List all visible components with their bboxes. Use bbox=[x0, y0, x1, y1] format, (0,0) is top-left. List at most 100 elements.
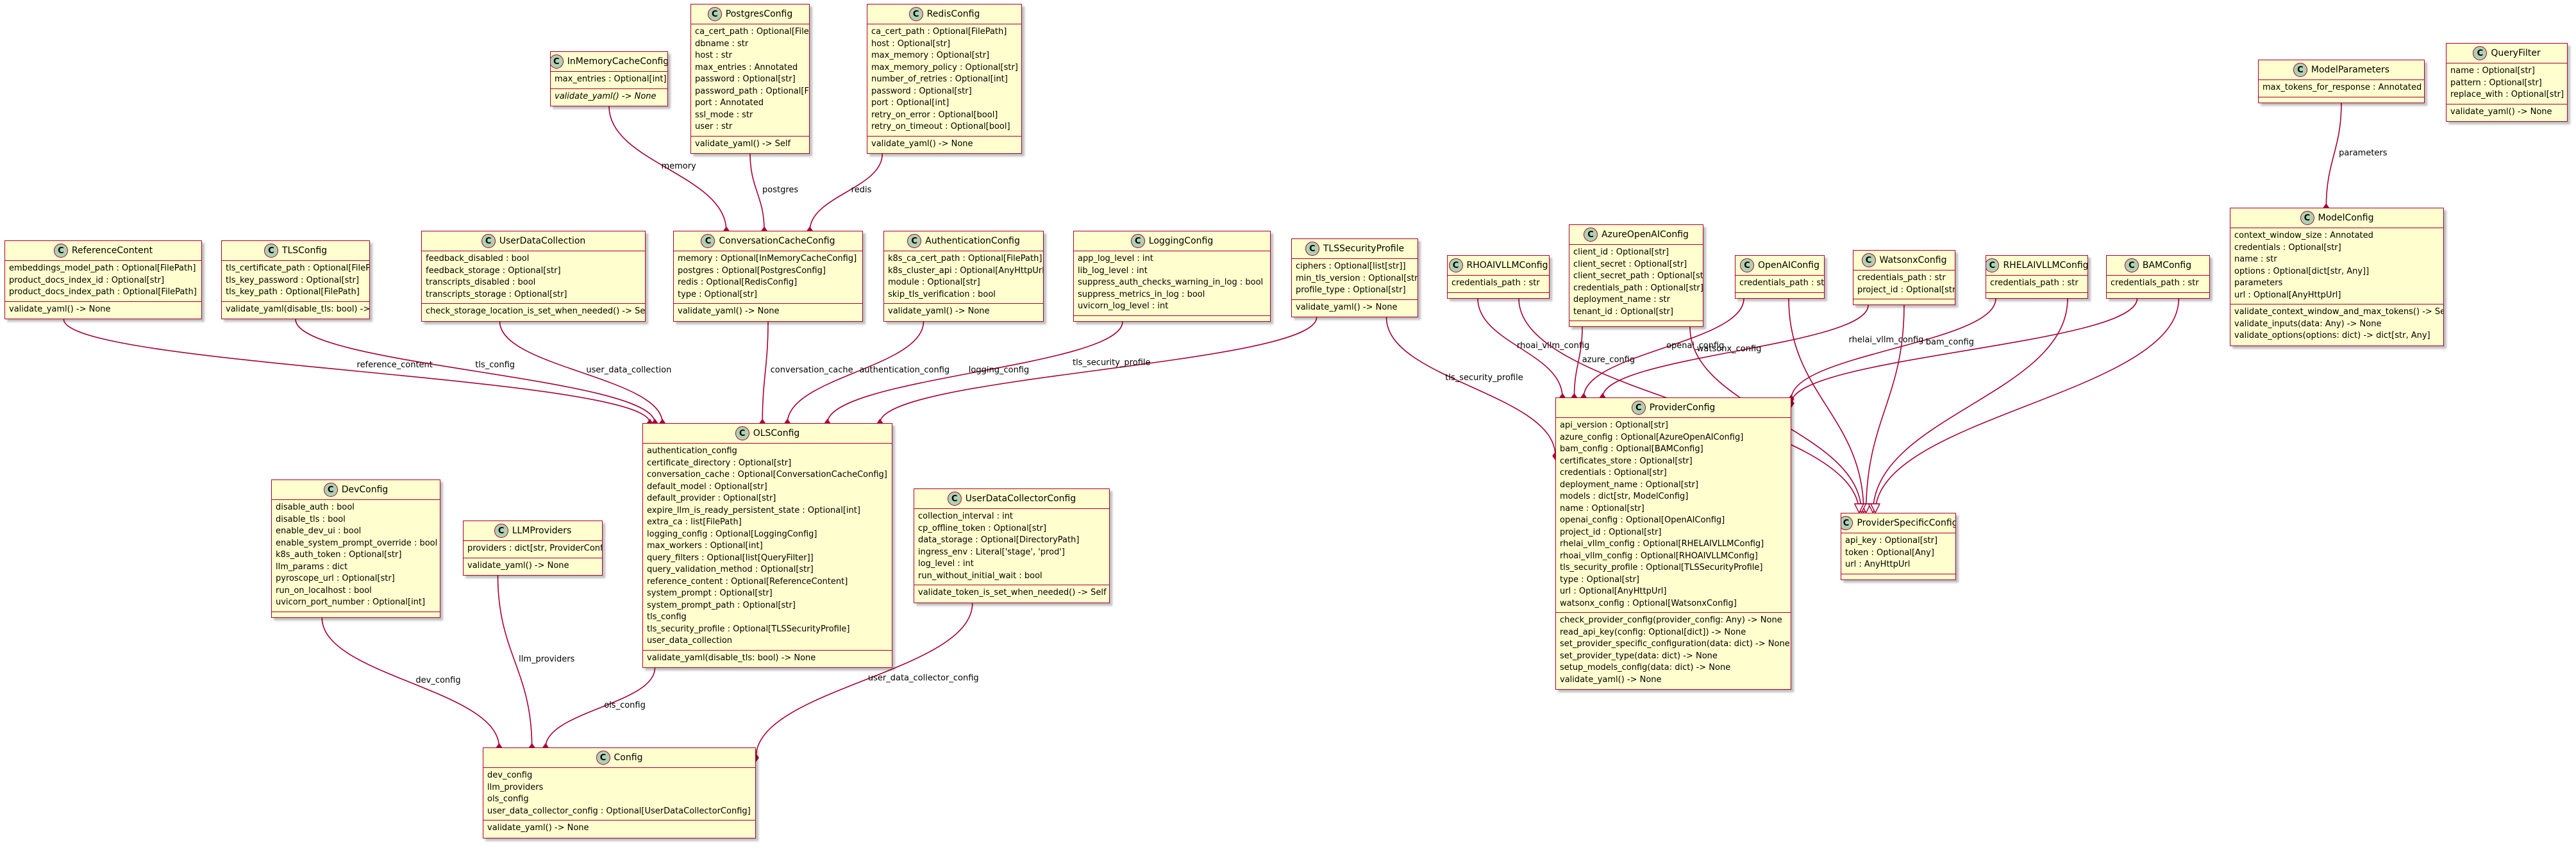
class-method: validate_yaml(disable_tls: bool) -> None bbox=[647, 653, 816, 663]
class-attribute: host : str bbox=[695, 51, 732, 60]
class-attribute: extra_ca : list[FilePath] bbox=[647, 517, 742, 527]
class-attribute: password_path : Optional[FilePath] bbox=[695, 86, 809, 96]
class-method: check_provider_config(provider_config: A… bbox=[1560, 615, 1782, 625]
class-attribute: suppress_metrics_in_log : bool bbox=[1078, 289, 1205, 299]
class-attribute: llm_params : dict bbox=[276, 562, 348, 572]
class-attribute: password : Optional[str] bbox=[871, 86, 972, 96]
class-attribute: uvicorn_port_number : Optional[int] bbox=[276, 597, 426, 607]
class-method: validate_context_window_and_max_tokens()… bbox=[2234, 307, 2444, 317]
class-method: validate_yaml() -> None bbox=[871, 138, 973, 149]
class-attribute: openai_config : Optional[OpenAIConfig] bbox=[1560, 515, 1725, 525]
class-attribute: logging_config : Optional[LoggingConfig] bbox=[647, 529, 817, 539]
class-methods bbox=[272, 612, 440, 617]
class-attribute: user_data_collection bbox=[647, 636, 733, 646]
edge-label: memory bbox=[661, 162, 696, 171]
class-attribute: certificate_directory : Optional[str] bbox=[647, 458, 792, 468]
class-methods bbox=[2259, 97, 2424, 103]
edge-line bbox=[499, 321, 663, 424]
class-attribute: rhoai_vllm_config : Optional[RHOAIVLLMCo… bbox=[1560, 551, 1758, 561]
edge-line bbox=[1865, 304, 1905, 513]
class-attribute: embeddings_model_path : Optional[FilePat… bbox=[9, 263, 196, 273]
class-attribute: dev_config bbox=[487, 771, 533, 780]
class-attribute: max_entries : Optional[int] bbox=[555, 74, 667, 84]
class-name: LoggingConfig bbox=[1148, 236, 1214, 246]
class-attribute: ingress_env : Literal['stage', 'prod'] bbox=[918, 547, 1065, 557]
class-attribute: credentials_path : str bbox=[1990, 278, 2078, 288]
class-method: validate_yaml() -> None bbox=[678, 306, 780, 316]
edge-label: bam_config bbox=[1926, 337, 1974, 347]
class-header: C ProviderSpecificConfig bbox=[1841, 513, 1955, 533]
class-icon: C bbox=[1841, 516, 1853, 530]
class-attribute: max_entries : Annotated bbox=[695, 62, 798, 72]
class-method: validate_yaml() -> None bbox=[9, 304, 111, 314]
class-attribute: credentials_path : str bbox=[1857, 273, 1946, 283]
class-attributes: ca_cert_path : Optional[FilePath]host : … bbox=[867, 24, 1021, 137]
class-attributes: k8s_ca_cert_path : Optional[FilePath]k8s… bbox=[884, 251, 1043, 304]
class-attribute: host : Optional[str] bbox=[871, 38, 951, 49]
class-attributes: max_tokens_for_response : Annotated bbox=[2259, 80, 2424, 97]
class-methods: validate_yaml() -> None bbox=[483, 821, 755, 837]
class-methods: validate_yaml() -> None bbox=[884, 304, 1043, 321]
class-icon: C bbox=[481, 234, 496, 248]
class-attribute: user_data_collector_config : Optional[Us… bbox=[487, 806, 751, 816]
class-attribute: tls_key_path : Optional[FilePath] bbox=[226, 287, 360, 297]
class-methods: check_storage_location_is_set_when_neede… bbox=[422, 304, 645, 321]
class-icon: C bbox=[1861, 253, 1876, 267]
edge-label: authentication_config bbox=[859, 365, 949, 375]
edge-line bbox=[1788, 298, 1864, 513]
edge-line bbox=[321, 617, 500, 748]
class-attribute: dbname : str bbox=[695, 38, 749, 49]
class-name: ProviderSpecificConfig bbox=[1857, 518, 1956, 528]
edge-label: ols_config bbox=[604, 701, 646, 710]
class-name: RHOAIVLLMConfig bbox=[1466, 260, 1548, 271]
class-attribute: parameters bbox=[2234, 278, 2283, 288]
class-methods: validate_yaml(disable_tls: bool) -> None bbox=[222, 302, 369, 319]
class-method: set_provider_specific_configuration(data… bbox=[1560, 639, 1790, 649]
class-icon: C bbox=[53, 244, 68, 258]
edge-line bbox=[755, 603, 973, 758]
class-icon: C bbox=[1305, 242, 1319, 256]
class-attribute: context_window_size : Annotated bbox=[2234, 231, 2373, 240]
class-name: QueryFilter bbox=[2491, 48, 2541, 58]
class-attribute: project_id : Optional[str] bbox=[1857, 285, 1955, 295]
edge-line bbox=[1602, 304, 1869, 398]
class-name: RHELAIVLLMConfig bbox=[2003, 260, 2088, 271]
class-attribute: ssl_mode : str bbox=[695, 110, 753, 120]
class-name: OLSConfig bbox=[753, 428, 800, 438]
class-attributes: credentials_path : str bbox=[1986, 276, 2087, 293]
class-attribute: client_id : Optional[str] bbox=[1573, 247, 1669, 257]
class-icon: C bbox=[1739, 258, 1754, 272]
class-attribute: ca_cert_path : Optional[FilePath] bbox=[871, 27, 1007, 37]
class-attribute: conversation_cache : Optional[Conversati… bbox=[647, 470, 887, 479]
class-attribute: min_tls_version : Optional[str] bbox=[1296, 273, 1418, 283]
class-attributes: credentials_path : str bbox=[1735, 276, 1824, 293]
edge-label: reference_content bbox=[357, 360, 433, 370]
edge-line bbox=[63, 319, 651, 424]
class-icon: C bbox=[494, 524, 508, 538]
class-attribute: user : str bbox=[695, 122, 733, 131]
class-name: WatsonxConfig bbox=[1879, 255, 1947, 265]
class-methods: validate_yaml() -> None bbox=[1292, 300, 1418, 317]
class-attribute: query_validation_method : Optional[str] bbox=[647, 565, 814, 574]
class-method: setup_models_config(data: dict) -> None bbox=[1560, 663, 1731, 672]
